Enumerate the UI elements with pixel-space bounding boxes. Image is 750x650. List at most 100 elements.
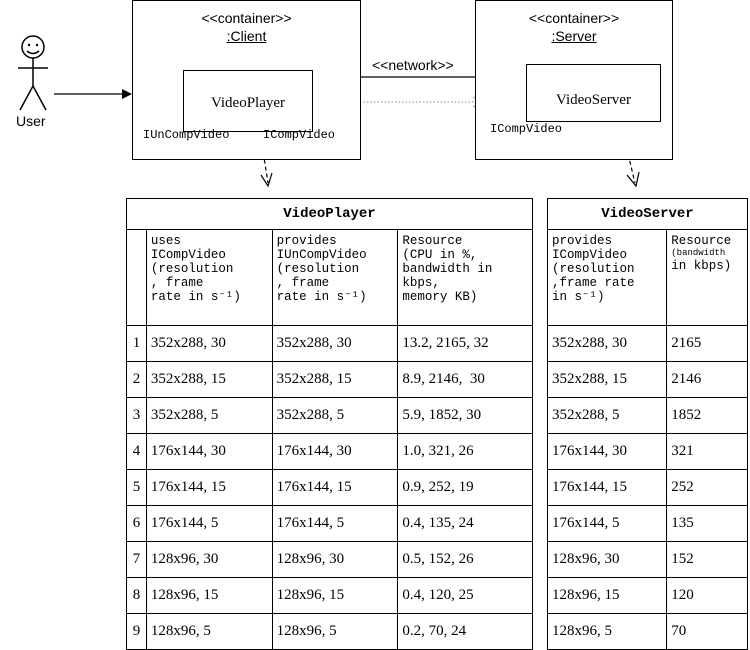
provides-header: provides IUnCompVideo (resolution , fram… xyxy=(271,229,399,326)
row-index: 6 xyxy=(126,505,147,542)
server-stereotype: <<container>> xyxy=(528,10,620,26)
header-line: in s⁻¹) xyxy=(552,290,605,304)
header-line: IUnCompVideo xyxy=(276,248,367,262)
row-index: 4 xyxy=(126,433,147,470)
provides-cell: 176x144, 15 xyxy=(271,469,399,506)
server-provides-cell: 352x288, 30 xyxy=(546,325,668,362)
table-row: 4 176x144, 30 176x144, 30 1.0, 321, 26 xyxy=(126,433,533,470)
server-provides-cell: 176x144, 30 xyxy=(546,433,668,470)
server-provides-cell: 176x144, 15 xyxy=(546,469,668,506)
provides-cell: 128x96, 5 xyxy=(271,613,399,650)
provides-cell: 352x288, 5 xyxy=(271,397,399,434)
table-row: 9 128x96, 5 128x96, 5 0.2, 70, 24 xyxy=(126,613,533,650)
uses-cell: 176x144, 5 xyxy=(145,505,273,542)
client-name: :Client xyxy=(226,28,267,44)
iuncompvideo-label: IUnCompVideo xyxy=(143,128,230,142)
uses-cell: 128x96, 5 xyxy=(145,613,273,650)
header-line: memory KB) xyxy=(402,290,478,304)
header-line: (bandwidth xyxy=(671,248,726,258)
row-index: 7 xyxy=(126,541,147,578)
header-line: , frame xyxy=(150,276,204,290)
videoserver-resource-table: VideoServer provides ICompVideo (resolut… xyxy=(546,198,748,650)
server-resource-cell: 321 xyxy=(666,433,748,470)
uses-header: uses ICompVideo (resolution , frame rate… xyxy=(145,229,273,326)
provides-cell: 352x288, 15 xyxy=(271,361,399,398)
header-line: ICompVideo xyxy=(552,248,628,262)
server-resource-arrowhead xyxy=(626,171,640,188)
header-line: (resolution xyxy=(552,262,635,276)
table-row: 352x288, 30 2165 xyxy=(546,325,748,362)
videoserver-component-label: VideoServer xyxy=(556,92,631,108)
server-provides-cell: 128x96, 30 xyxy=(546,541,668,578)
user-association-arrowhead xyxy=(122,89,132,99)
row-index: 3 xyxy=(126,397,147,434)
header-line: kbps, xyxy=(402,276,440,290)
client-stereotype: <<container>> xyxy=(201,10,292,26)
header-line: ,frame rate xyxy=(552,276,635,290)
header-line: Resource xyxy=(402,234,463,248)
header-line: , frame xyxy=(276,276,330,290)
table-row: 352x288, 15 2146 xyxy=(546,361,748,398)
provides-cell: 128x96, 30 xyxy=(271,541,399,578)
videoserver-table-title: VideoServer xyxy=(547,198,748,230)
index-header-cell xyxy=(126,229,147,326)
provides-cell: 176x144, 5 xyxy=(271,505,399,542)
table-row: 128x96, 30 152 xyxy=(546,541,748,578)
resource-cell: 0.5, 152, 26 xyxy=(397,541,533,578)
resource-cell: 13.2, 2165, 32 xyxy=(397,325,533,362)
server-container: <<container>> :Server xyxy=(475,0,673,160)
provides-cell: 128x96, 15 xyxy=(271,577,399,614)
server-resource-cell: 2146 xyxy=(666,361,748,398)
server-provides-cell: 128x96, 5 xyxy=(546,613,668,650)
table-row: 176x144, 5 135 xyxy=(546,505,748,542)
table-row: 7 128x96, 30 128x96, 30 0.5, 152, 26 xyxy=(126,541,533,578)
table-row: 2 352x288, 15 352x288, 15 8.9, 2146, 30 xyxy=(126,361,533,398)
table-row: 1 352x288, 30 352x288, 30 13.2, 2165, 32 xyxy=(126,325,533,362)
uses-cell: 176x144, 30 xyxy=(145,433,273,470)
row-index: 8 xyxy=(126,577,147,614)
header-line: Resource xyxy=(671,234,732,248)
header-line: provides xyxy=(552,234,613,248)
server-resource-cell: 152 xyxy=(666,541,748,578)
server-provides-cell: 352x288, 5 xyxy=(546,397,668,434)
row-index: 1 xyxy=(126,325,147,362)
row-index: 2 xyxy=(126,361,147,398)
resource-cell: 0.2, 70, 24 xyxy=(397,613,533,650)
table-row: 8 128x96, 15 128x96, 15 0.4, 120, 25 xyxy=(126,577,533,614)
server-resource-cell: 70 xyxy=(666,613,748,650)
table-row: 3 352x288, 5 352x288, 5 5.9, 1852, 30 xyxy=(126,397,533,434)
table-row: 128x96, 15 120 xyxy=(546,577,748,614)
header-line: rate in s⁻¹) xyxy=(150,290,241,304)
table-row: 5 176x144, 15 176x144, 15 0.9, 252, 19 xyxy=(126,469,533,506)
header-line: in kbps) xyxy=(671,259,732,273)
server-resource-cell: 120 xyxy=(666,577,748,614)
header-line: (resolution xyxy=(150,262,234,276)
resource-cell: 8.9, 2146, 30 xyxy=(397,361,533,398)
header-line: uses xyxy=(150,234,181,248)
resource-cell: 0.4, 135, 24 xyxy=(397,505,533,542)
uses-cell: 128x96, 15 xyxy=(145,577,273,614)
network-label: <<network>> xyxy=(372,57,454,73)
resource-header: Resource (CPU in %, bandwidth in kbps, m… xyxy=(397,229,533,326)
uses-cell: 352x288, 5 xyxy=(145,397,273,434)
table-row: 128x96, 5 70 xyxy=(546,613,748,650)
header-line: (resolution xyxy=(276,262,360,276)
videoserver-component: VideoServer xyxy=(526,64,661,122)
client-container: <<container>> :Client xyxy=(132,0,361,160)
server-resource-cell: 252 xyxy=(666,469,748,506)
server-resource-cell: 1852 xyxy=(666,397,748,434)
videoplayer-component-label: VideoPlayer xyxy=(210,95,286,111)
server-provides-cell: 176x144, 5 xyxy=(546,505,668,542)
header-line: bandwidth in xyxy=(402,262,493,276)
videoplayer-component: VideoPlayer xyxy=(183,70,313,132)
videoplayer-table-title: VideoPlayer xyxy=(126,198,533,230)
header-line: (CPU in %, xyxy=(402,248,478,262)
server-provides-cell: 352x288, 15 xyxy=(546,361,668,398)
videoplayer-resource-table: VideoPlayer uses ICompVideo (resolution … xyxy=(126,198,533,650)
server-icompvideo-label: ICompVideo xyxy=(490,122,563,136)
user-actor-icon xyxy=(18,35,48,111)
uses-cell: 352x288, 15 xyxy=(145,361,273,398)
server-resource-cell: 2165 xyxy=(666,325,748,362)
header-line: ICompVideo xyxy=(150,248,226,262)
icompvideo-label: ICompVideo xyxy=(263,128,336,142)
